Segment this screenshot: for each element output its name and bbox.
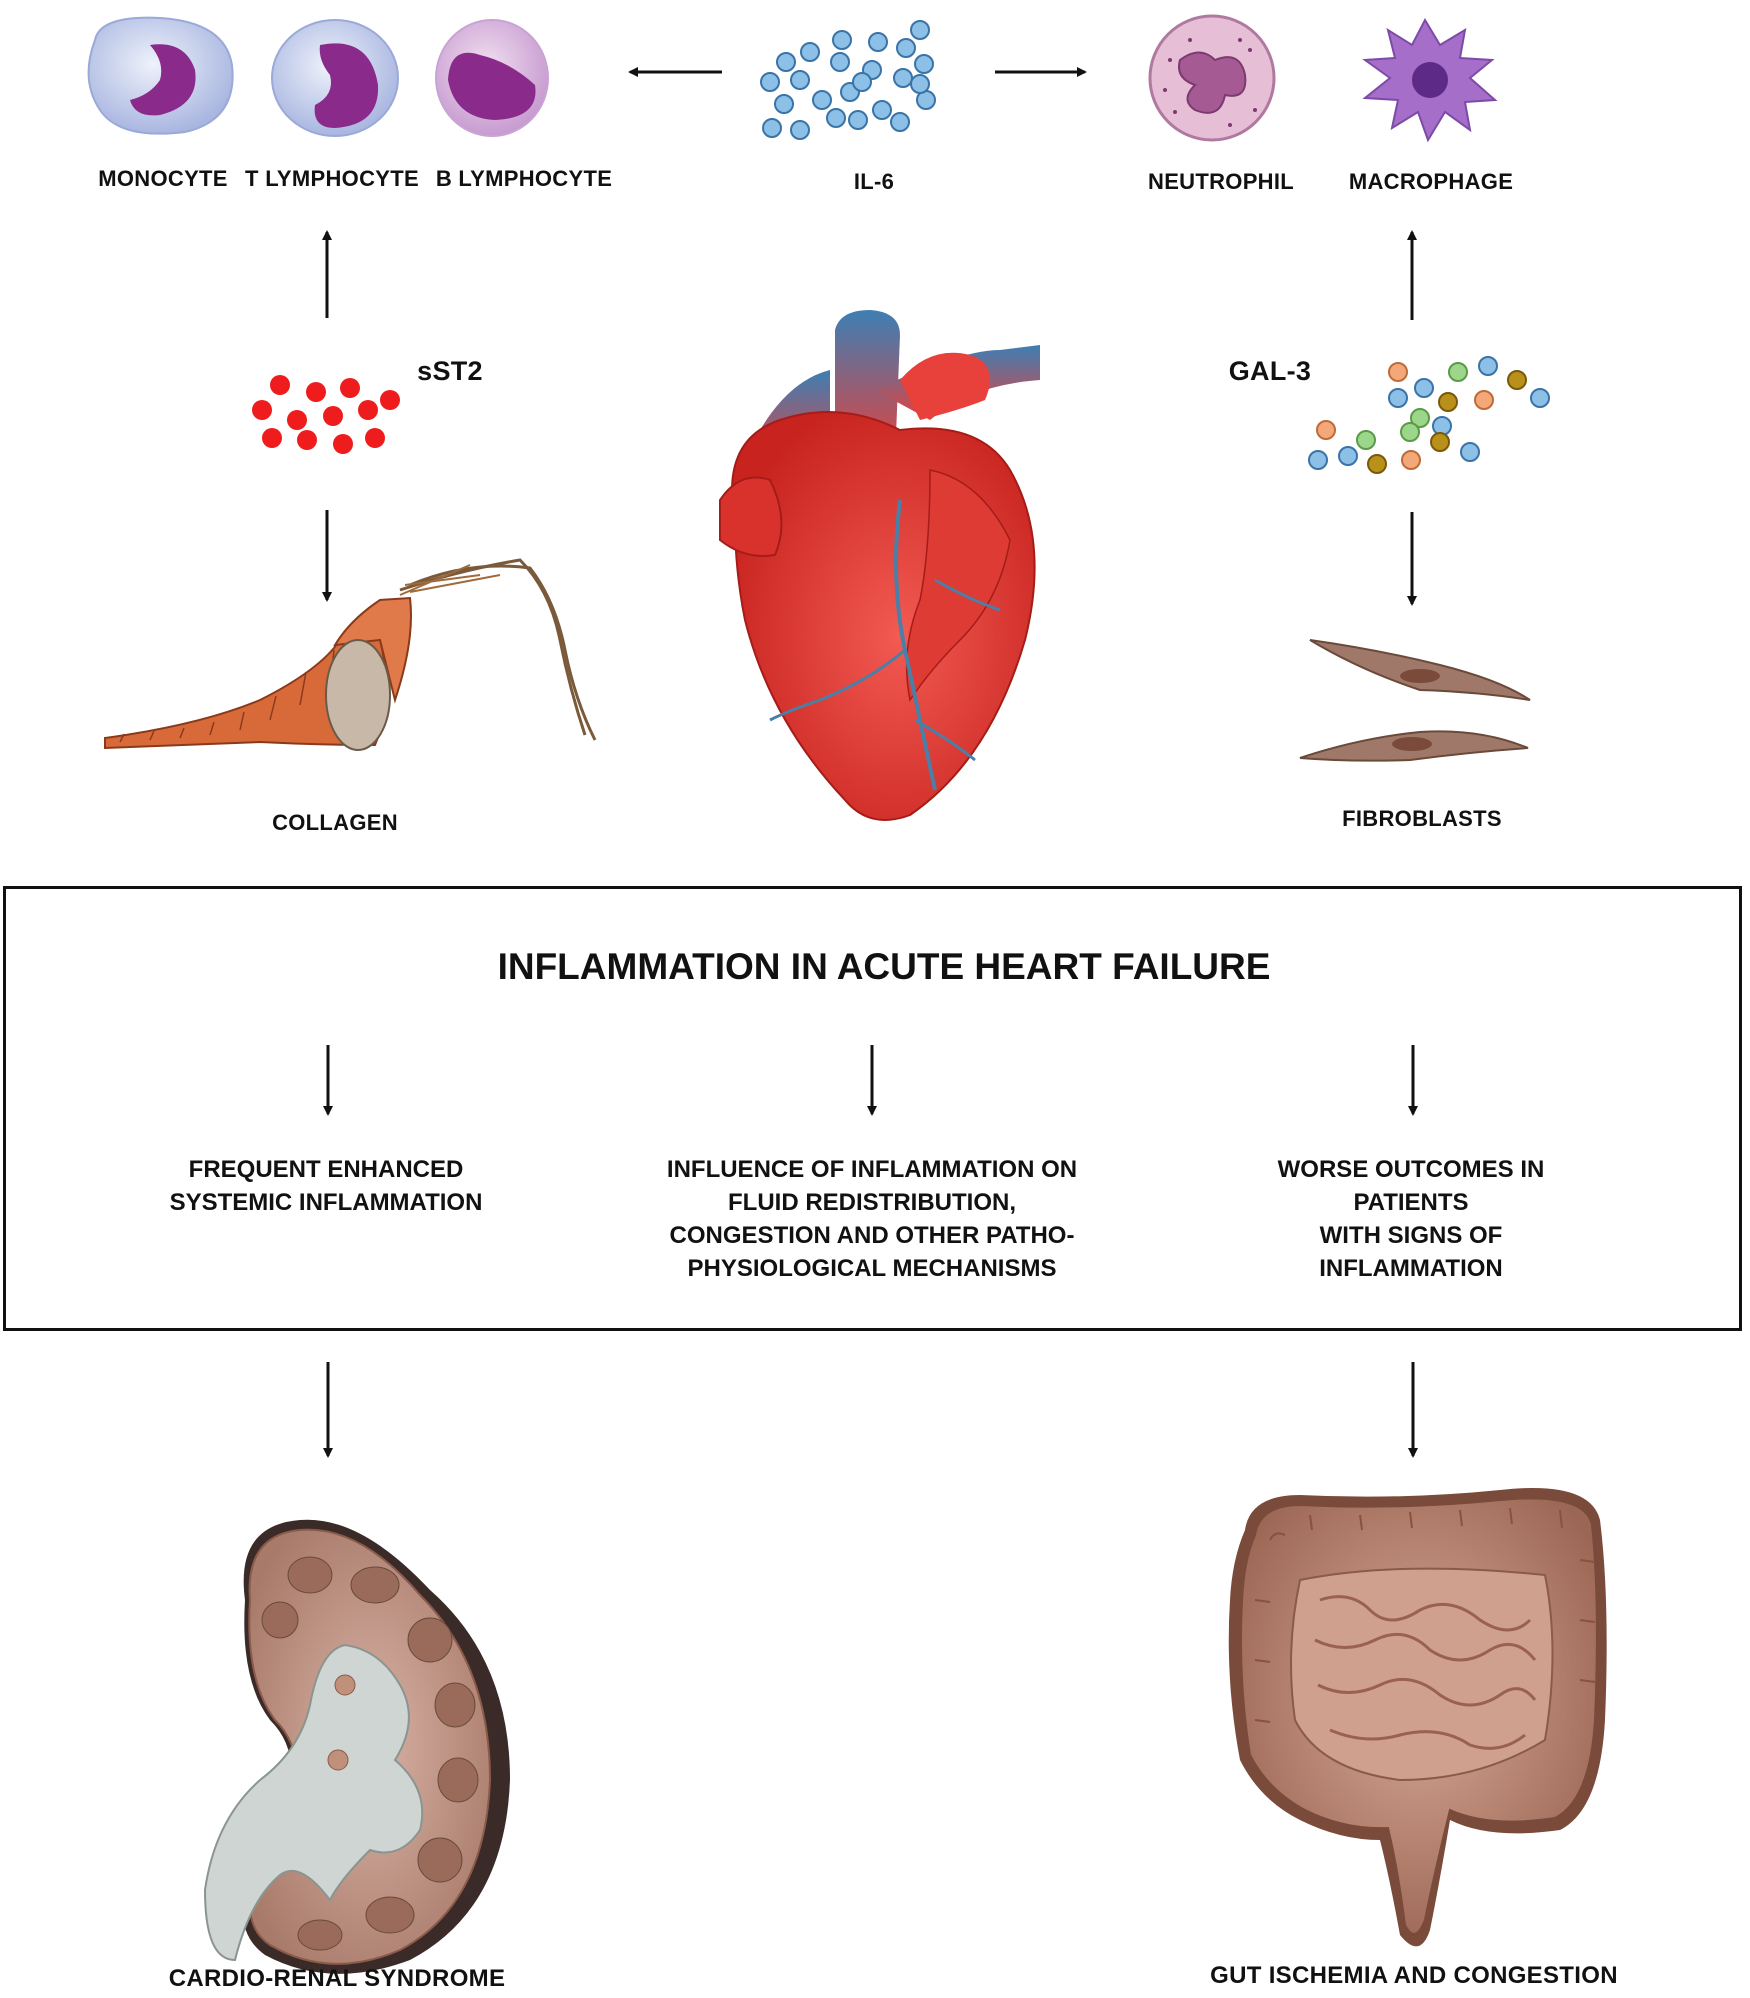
neutrophil-cell-icon (1148, 14, 1276, 142)
gal3-label: GAL-3 (1228, 356, 1312, 386)
fibroblasts-label: FIBROBLASTS (1342, 806, 1502, 831)
neutrophil-label: NEUTROPHIL (1148, 169, 1294, 194)
box-col1-line: FREQUENT ENHANCED (188, 1156, 464, 1183)
fibroblasts-icon (1299, 639, 1531, 762)
box-col2-line: CONGESTION AND OTHER PATHO- (669, 1222, 1075, 1249)
box-col1-line: SYSTEMIC INFLAMMATION (169, 1189, 483, 1216)
t-lymphocyte-label: T LYMPHOCYTE (245, 166, 419, 191)
inflammation-summary-box (3, 886, 1742, 1331)
sst2-label: sST2 (417, 356, 483, 386)
t-lymphocyte-cell-icon (271, 19, 399, 137)
box-col2-line: PHYSIOLOGICAL MECHANISMS (687, 1255, 1057, 1282)
macrophage-cell-icon (1362, 17, 1498, 143)
monocyte-cell-icon (87, 16, 234, 135)
sst2-molecules-icon (252, 375, 400, 454)
macrophage-label: MACROPHAGE (1348, 169, 1514, 194)
b-lymphocyte-cell-icon (435, 19, 549, 137)
monocyte-label: MONOCYTE (98, 166, 228, 191)
kidney-illustration (203, 1519, 510, 1974)
kidney-label: CARDIO-RENAL SYNDROME (168, 1965, 506, 1992)
il6-label: IL-6 (853, 169, 895, 194)
gut-illustration (1228, 1488, 1607, 1947)
box-col2-text: INFLUENCE OF INFLAMMATION ON FLUID REDIS… (667, 1153, 1077, 1285)
gut-label: GUT ISCHEMIA AND CONGESTION (1210, 1962, 1618, 1989)
collagen-label: COLLAGEN (272, 810, 398, 835)
collagen-fiber-icon (104, 558, 597, 751)
box-col3-text: WORSE OUTCOMES IN PATIENTS WITH SIGNS OF… (1242, 1153, 1581, 1285)
box-col3-line: WITH SIGNS OF INFLAMMATION (1319, 1222, 1503, 1282)
box-col2-line: INFLUENCE OF INFLAMMATION ON (666, 1156, 1078, 1183)
b-lymphocyte-label: B LYMPHOCYTE (435, 166, 613, 191)
box-col2-line: FLUID REDISTRIBUTION, (728, 1189, 1016, 1216)
heart-illustration (719, 310, 1040, 821)
box-title: INFLAMMATION IN ACUTE HEART FAILURE (497, 946, 1271, 987)
il6-molecules-icon (760, 20, 936, 140)
box-col1-text: FREQUENT ENHANCED SYSTEMIC INFLAMMATION (170, 1153, 483, 1219)
gal3-molecules-icon (1308, 356, 1550, 474)
box-col3-line: WORSE OUTCOMES IN PATIENTS (1277, 1156, 1545, 1216)
